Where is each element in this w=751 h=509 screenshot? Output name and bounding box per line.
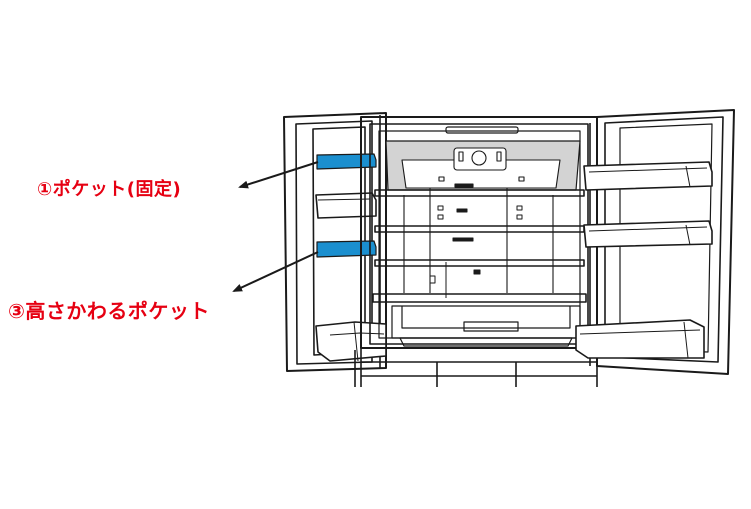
right-door-pockets xyxy=(575,161,713,359)
fixed-pocket-arrow xyxy=(238,161,319,189)
interior-marks xyxy=(429,205,523,298)
fixed-pocket-label: ①ポケット(固定) xyxy=(37,179,182,200)
fixed-pocket-highlight xyxy=(316,153,377,170)
interior-back-panel xyxy=(401,147,561,293)
shelves xyxy=(372,189,587,303)
left-door-pockets xyxy=(315,192,387,362)
adjustable-pocket-arrow xyxy=(232,251,319,292)
adjustable-pocket-highlight xyxy=(316,240,377,258)
adjustable-pocket-label: ③高さかわるポケット xyxy=(8,299,210,323)
chilled-compartment xyxy=(391,305,581,347)
